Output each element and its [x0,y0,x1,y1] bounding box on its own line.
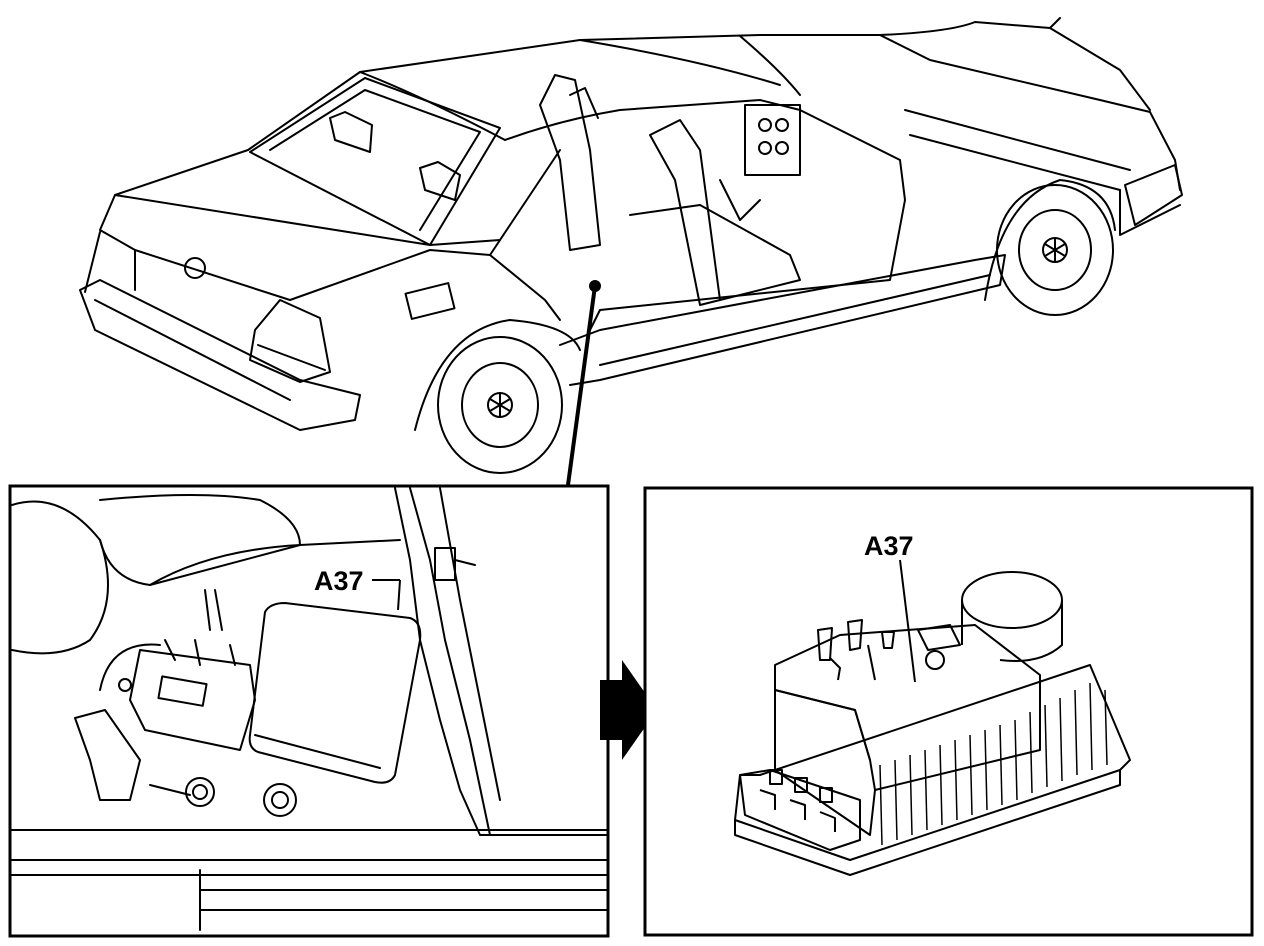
grommet-2 [264,784,296,816]
wiring-harness [205,590,222,630]
seat-cushion [12,502,108,654]
door-pillar [395,488,608,835]
car-overview-illustration [80,18,1182,473]
mounting-ring [100,645,160,690]
location-leader-line [568,286,595,485]
car-front-seat [540,75,600,250]
door-sill [12,830,608,910]
callout-label-left: A37 [314,566,364,596]
car-headlight [1125,165,1182,225]
car-door-opening [505,100,905,330]
module-heatsink [735,665,1130,860]
right-arrow-icon [600,660,657,760]
detail-panel-component: A37 [645,488,1252,935]
grommet-1 [186,778,214,806]
car-rear-wheel [415,320,580,473]
car-front-wheel [985,180,1115,315]
bracket-plate [75,710,140,800]
car-rear-window [250,78,500,245]
car-tail-light [250,300,330,382]
car-trunk [100,150,290,300]
terminal-posts [818,620,960,680]
location-marker [568,280,601,485]
car-roof [248,22,1150,150]
control-module-a37 [250,603,421,783]
pillar-clip [435,548,475,580]
relay-bracket [130,650,255,750]
callout-leader-right [900,560,915,682]
detail-panel-installed: A37 [10,486,608,936]
callout-label-right: A37 [864,531,914,561]
car-rear-bumper [80,280,360,430]
car-side-sill [560,255,1005,385]
